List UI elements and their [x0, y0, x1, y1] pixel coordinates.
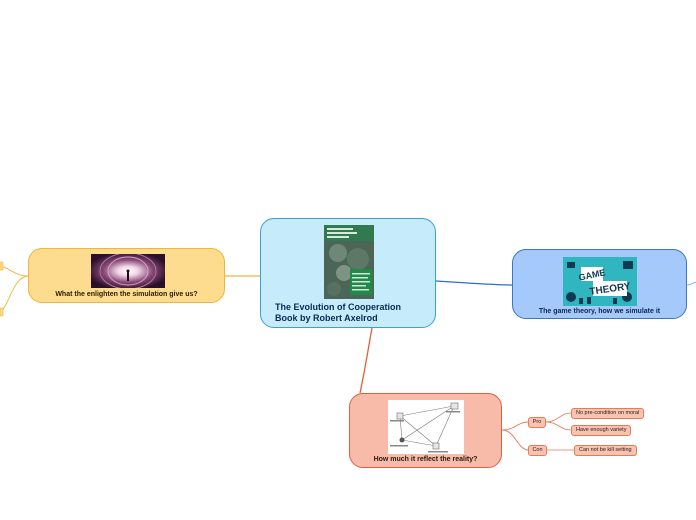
connector-pro-pre: [545, 412, 572, 423]
game-theory-label: The game theory, how we simulate it: [538, 308, 661, 315]
connector-enlight-offscreen-1: [0, 265, 29, 277]
connector-central-game: [435, 280, 513, 286]
central-topic-node[interactable]: The Evolution of Cooperation Book by Rob…: [260, 218, 436, 328]
book-cover-picture: [324, 225, 374, 299]
central-title-line2: Book by Robert Axelrod: [275, 313, 378, 323]
light-tunnel-picture: [91, 252, 165, 290]
pro-node[interactable]: Pro: [528, 417, 546, 428]
central-topic-title: The Evolution of Cooperation Book by Rob…: [275, 302, 401, 324]
enlighten-label: What the enlighten the simulation give u…: [55, 291, 198, 298]
reality-label: How much it reflect the reality?: [373, 456, 478, 463]
con-item-kill-setting[interactable]: Can not be kill setting: [574, 445, 637, 456]
connector-reality-con: [501, 429, 529, 451]
connector-central-reality: [359, 327, 373, 394]
connector-pro-variety: [545, 421, 572, 431]
con-node[interactable]: Con: [528, 445, 547, 456]
offscreen-stub-2: [0, 307, 4, 317]
offscreen-stub-1: [0, 261, 4, 271]
pro-item-variety[interactable]: Have enough variety: [571, 425, 632, 436]
enlighten-node[interactable]: What the enlighten the simulation give u…: [28, 248, 225, 303]
connector-reality-pro: [501, 421, 529, 431]
game-theory-picture: GAME THEORY: [563, 257, 637, 306]
connector-enlight-offscreen-2: [0, 275, 29, 313]
network-diagram-picture: [388, 400, 464, 454]
pro-item-no-precondition[interactable]: No pre-condition on moral: [571, 408, 645, 419]
reality-node[interactable]: How much it reflect the reality?: [349, 393, 502, 468]
connector-game-offscreen: [686, 281, 696, 286]
game-theory-node[interactable]: GAME THEORY The game theory, how we simu…: [512, 249, 687, 319]
central-title-line1: The Evolution of Cooperation: [275, 302, 401, 312]
